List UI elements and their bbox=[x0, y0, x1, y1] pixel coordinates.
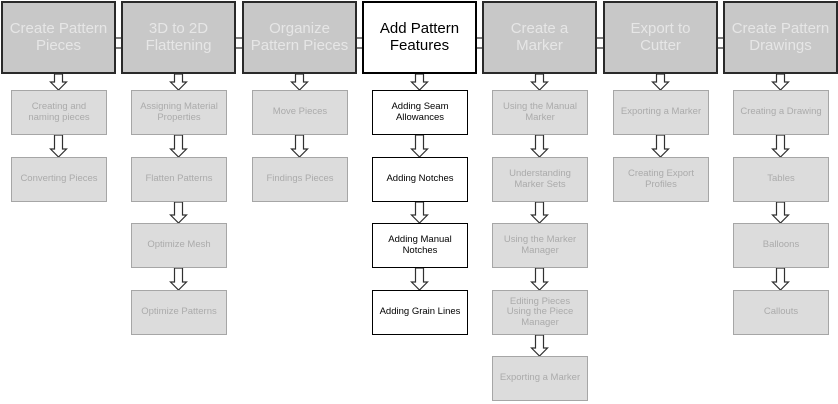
stage-to-step-arrow bbox=[169, 73, 188, 91]
step-connector-arrow bbox=[410, 267, 429, 291]
step-connector-arrow bbox=[169, 267, 188, 291]
stage-header[interactable]: Add Pattern Features bbox=[362, 1, 477, 74]
step-box[interactable]: Using the Marker Manager bbox=[492, 223, 588, 268]
step-box[interactable]: Move Pieces bbox=[252, 90, 348, 135]
step-box[interactable]: Exporting a Marker bbox=[492, 356, 588, 401]
step-box[interactable]: Editing Pieces Using the Piece Manager bbox=[492, 290, 588, 335]
step-box[interactable]: Adding Manual Notches bbox=[372, 223, 468, 268]
step-box[interactable]: Adding Grain Lines bbox=[372, 290, 468, 335]
step-connector-arrow bbox=[290, 134, 309, 158]
step-box[interactable]: Adding Notches bbox=[372, 157, 468, 202]
stage-header[interactable]: Create Pattern Drawings bbox=[723, 1, 838, 74]
stage-to-step-arrow bbox=[410, 73, 429, 91]
step-connector-arrow bbox=[771, 134, 790, 158]
step-box[interactable]: Exporting a Marker bbox=[613, 90, 709, 135]
step-connector-arrow bbox=[771, 267, 790, 291]
step-connector-arrow bbox=[410, 134, 429, 158]
step-connector-arrow bbox=[530, 201, 549, 224]
step-box[interactable]: Creating Export Profiles bbox=[613, 157, 709, 202]
step-box[interactable]: Converting Pieces bbox=[11, 157, 107, 202]
step-box[interactable]: Findings Pieces bbox=[252, 157, 348, 202]
stage-to-step-arrow bbox=[651, 73, 670, 91]
stage-to-step-arrow bbox=[771, 73, 790, 91]
stage-to-step-arrow bbox=[290, 73, 309, 91]
step-box[interactable]: Using the Manual Marker bbox=[492, 90, 588, 135]
step-connector-arrow bbox=[169, 201, 188, 224]
step-connector-arrow bbox=[530, 334, 549, 357]
step-box[interactable]: Assigning Material Properties bbox=[131, 90, 227, 135]
step-connector-arrow bbox=[49, 134, 68, 158]
step-box[interactable]: Adding Seam Allowances bbox=[372, 90, 468, 135]
step-box[interactable]: Creating a Drawing bbox=[733, 90, 829, 135]
step-box[interactable]: Callouts bbox=[733, 290, 829, 335]
step-box[interactable]: Optimize Patterns bbox=[131, 290, 227, 335]
step-connector-arrow bbox=[169, 134, 188, 158]
stage-header[interactable]: Create a Marker bbox=[482, 1, 597, 74]
stage-header[interactable]: Organize Pattern Pieces bbox=[242, 1, 357, 74]
step-connector-arrow bbox=[771, 201, 790, 224]
stage-to-step-arrow bbox=[530, 73, 549, 91]
step-box[interactable]: Balloons bbox=[733, 223, 829, 268]
stage-to-step-arrow bbox=[49, 73, 68, 91]
step-connector-arrow bbox=[530, 267, 549, 291]
step-connector-arrow bbox=[530, 134, 549, 158]
step-connector-arrow bbox=[410, 201, 429, 224]
step-box[interactable]: Tables bbox=[733, 157, 829, 202]
step-box[interactable]: Flatten Patterns bbox=[131, 157, 227, 202]
step-box[interactable]: Optimize Mesh bbox=[131, 223, 227, 268]
stage-header[interactable]: Export to Cutter bbox=[603, 1, 718, 74]
step-box[interactable]: Understanding Marker Sets bbox=[492, 157, 588, 202]
stage-header[interactable]: 3D to 2D Flattening bbox=[121, 1, 236, 74]
step-box[interactable]: Creating and naming pieces bbox=[11, 90, 107, 135]
stage-header[interactable]: Create Pattern Pieces bbox=[1, 1, 116, 74]
step-connector-arrow bbox=[651, 134, 670, 158]
